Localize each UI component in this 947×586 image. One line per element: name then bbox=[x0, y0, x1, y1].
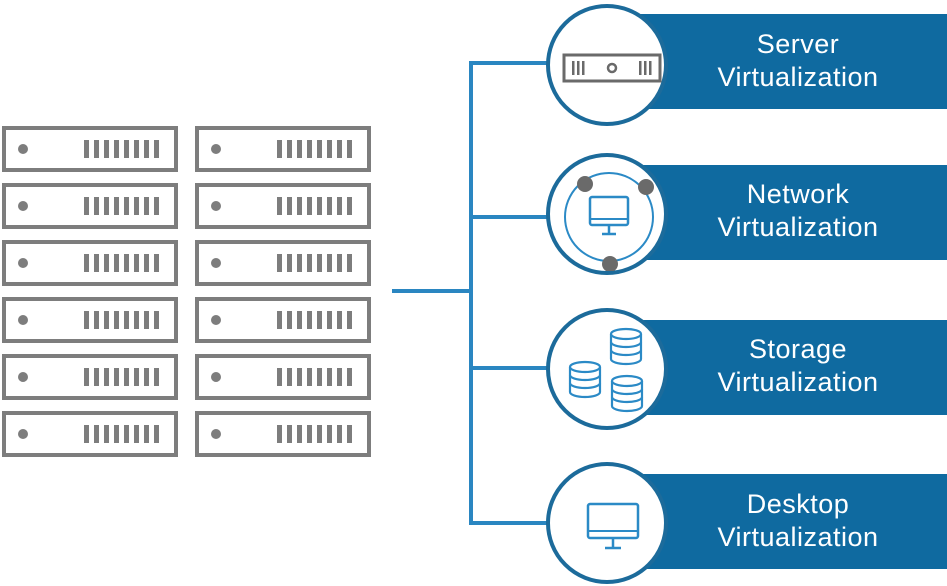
server-icon bbox=[562, 53, 662, 83]
label-line1: Storage bbox=[748, 334, 848, 364]
label-line2: Virtualization bbox=[717, 367, 879, 397]
rack-server-unit bbox=[2, 126, 178, 172]
status-led-icon bbox=[18, 201, 28, 211]
status-led-icon bbox=[211, 201, 221, 211]
database-stack-icon bbox=[568, 327, 644, 413]
rack-server-unit bbox=[195, 354, 371, 400]
status-led-icon bbox=[18, 258, 28, 268]
desktop-virtualization-circle bbox=[546, 462, 668, 584]
vent-slots-icon bbox=[277, 140, 357, 158]
vent-slots-icon bbox=[84, 197, 164, 215]
network-monitor-icon bbox=[564, 172, 654, 271]
network-virtualization-label: Network Virtualization bbox=[656, 178, 940, 244]
storage-virtualization-label: Storage Virtualization bbox=[656, 333, 940, 399]
rack-server-unit bbox=[195, 297, 371, 343]
vent-slots-icon bbox=[84, 425, 164, 443]
status-led-icon bbox=[18, 429, 28, 439]
rack-server-unit bbox=[195, 411, 371, 457]
rack-server-unit bbox=[2, 183, 178, 229]
label-line2: Virtualization bbox=[717, 212, 879, 242]
rack-server-unit bbox=[2, 411, 178, 457]
rack-server-unit bbox=[195, 183, 371, 229]
vent-slots-icon bbox=[84, 140, 164, 158]
status-led-icon bbox=[211, 258, 221, 268]
rack-server-unit bbox=[2, 354, 178, 400]
status-led-icon bbox=[18, 315, 28, 325]
vent-slots-icon bbox=[277, 425, 357, 443]
vent-slots-icon bbox=[84, 368, 164, 386]
status-led-icon bbox=[18, 372, 28, 382]
status-led-icon bbox=[211, 372, 221, 382]
vent-slots-icon bbox=[277, 368, 357, 386]
rack-server-unit bbox=[2, 240, 178, 286]
label-line1: Desktop bbox=[746, 489, 850, 519]
label-line2: Virtualization bbox=[717, 522, 879, 552]
rack-server-unit bbox=[2, 297, 178, 343]
status-led-icon bbox=[18, 144, 28, 154]
vent-slots-icon bbox=[84, 254, 164, 272]
server-virtualization-circle bbox=[546, 4, 668, 126]
status-led-icon bbox=[211, 429, 221, 439]
vent-slots-icon bbox=[277, 254, 357, 272]
rack-server-unit bbox=[195, 126, 371, 172]
vent-slots-icon bbox=[277, 311, 357, 329]
server-virtualization-label: Server Virtualization bbox=[656, 28, 940, 94]
desktop-virtualization-label: Desktop Virtualization bbox=[656, 488, 940, 554]
storage-virtualization-circle bbox=[546, 308, 668, 430]
status-led-icon bbox=[211, 144, 221, 154]
label-line2: Virtualization bbox=[717, 62, 879, 92]
status-led-icon bbox=[211, 315, 221, 325]
network-virtualization-circle bbox=[546, 153, 668, 275]
rack-server-unit bbox=[195, 240, 371, 286]
label-line1: Network bbox=[746, 179, 850, 209]
desktop-monitor-icon bbox=[586, 502, 640, 550]
label-line1: Server bbox=[756, 29, 840, 59]
vent-slots-icon bbox=[277, 197, 357, 215]
vent-slots-icon bbox=[84, 311, 164, 329]
